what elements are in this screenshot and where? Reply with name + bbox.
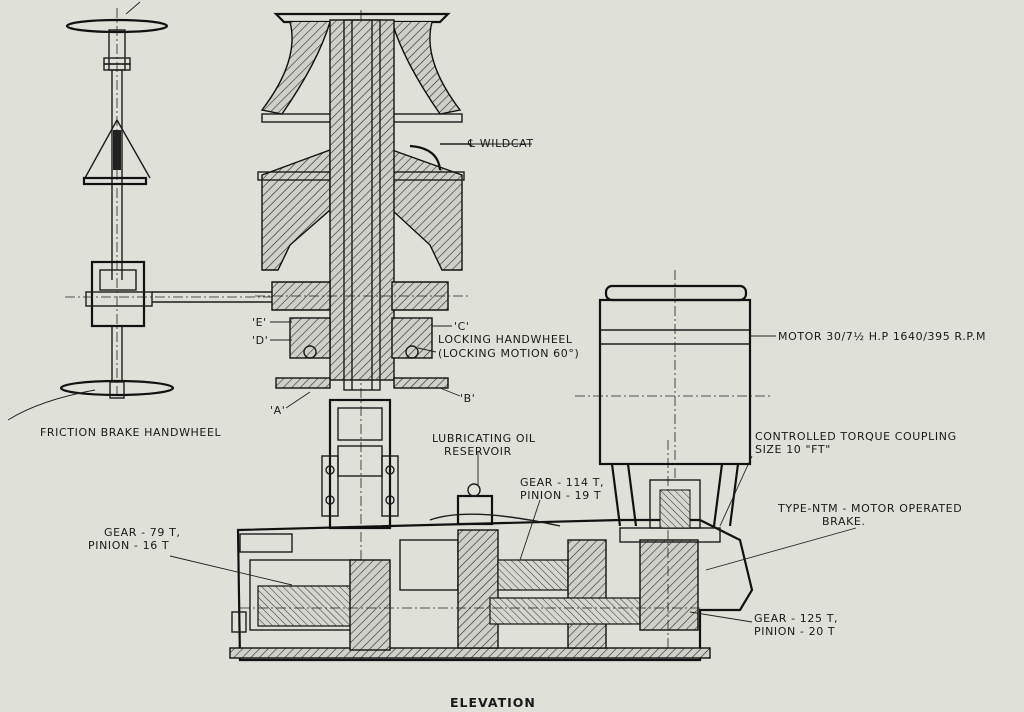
point-c-label: 'C': [454, 320, 470, 333]
brake-label: BRAKE.: [822, 515, 866, 528]
gear-125t-label: GEAR - 125 T,: [754, 612, 839, 625]
elevation-title: ELEVATION: [450, 695, 536, 710]
coupling-label: CONTROLLED TORQUE COUPLING: [755, 430, 957, 443]
pinion-16t-label: PINION - 16 T: [88, 539, 170, 552]
point-a-label: 'A': [270, 404, 286, 417]
gearbox-casing: [229, 440, 754, 662]
friction-brake-handwheel-label: FRICTION BRAKE HANDWHEEL: [40, 426, 222, 439]
motor-label: MOTOR 30/7½ H.P 1640/395 R.P.M: [778, 330, 987, 343]
pinion-20t-label: PINION - 20 T: [754, 625, 836, 638]
motor-brake-label: TYPE-NTM - MOTOR OPERATED: [778, 502, 963, 515]
motor: [575, 270, 770, 529]
wildcat-centerline-label: ℄ WILDCAT: [468, 137, 534, 150]
reservoir-label: RESERVOIR: [444, 445, 512, 458]
coupling-size-label: SIZE 10 "FT": [755, 443, 831, 456]
point-d-label: 'D': [252, 334, 269, 347]
friction-brake-handwheel-assembly: [59, 1, 280, 399]
pinion-19t-label: PINION - 19 T: [520, 489, 602, 502]
gear-114t-label: GEAR - 114 T,: [520, 476, 605, 489]
point-e-label: 'E': [252, 316, 267, 329]
locking-motion-label: (LOCKING MOTION 60°): [438, 347, 580, 360]
leader-lines: [7, 143, 857, 623]
lubricating-oil-label: LUBRICATING OIL: [432, 432, 536, 445]
locking-handwheel-label: LOCKING HANDWHEEL: [438, 333, 573, 346]
point-b-label: 'B': [460, 392, 476, 405]
gear-79t-label: GEAR - 79 T,: [104, 526, 181, 539]
capstan-and-main-shaft: [255, 10, 470, 660]
